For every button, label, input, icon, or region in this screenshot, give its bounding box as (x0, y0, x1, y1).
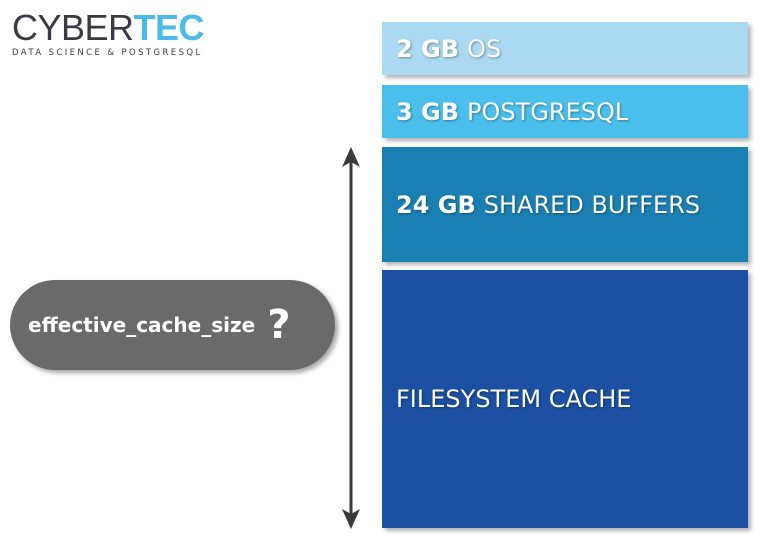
block-size: 24 GB (396, 190, 476, 219)
block-label: POSTGRESQL (467, 97, 629, 126)
block-filesystem-cache: FILESYSTEM CACHE (382, 270, 748, 528)
block-label: OS (467, 34, 502, 63)
cybertec-logo: CYBERTEC DATA SCIENCE & POSTGRESQL (12, 7, 205, 59)
logo-tagline: DATA SCIENCE & POSTGRESQL (12, 48, 203, 58)
logo-text-cyber: CYBER (12, 7, 134, 48)
question-mark-icon: ? (267, 302, 291, 348)
logo-text-tec: TEC (133, 7, 205, 48)
block-label: SHARED BUFFERS (483, 190, 701, 219)
pill-label: effective_cache_size (28, 313, 256, 337)
block-size: 3 GB (396, 97, 460, 126)
effective-cache-size-pill: effective_cache_size? (10, 280, 335, 370)
block-label: FILESYSTEM CACHE (396, 385, 632, 413)
block-size: 2 GB (396, 34, 460, 63)
double-arrow-icon (342, 147, 360, 529)
